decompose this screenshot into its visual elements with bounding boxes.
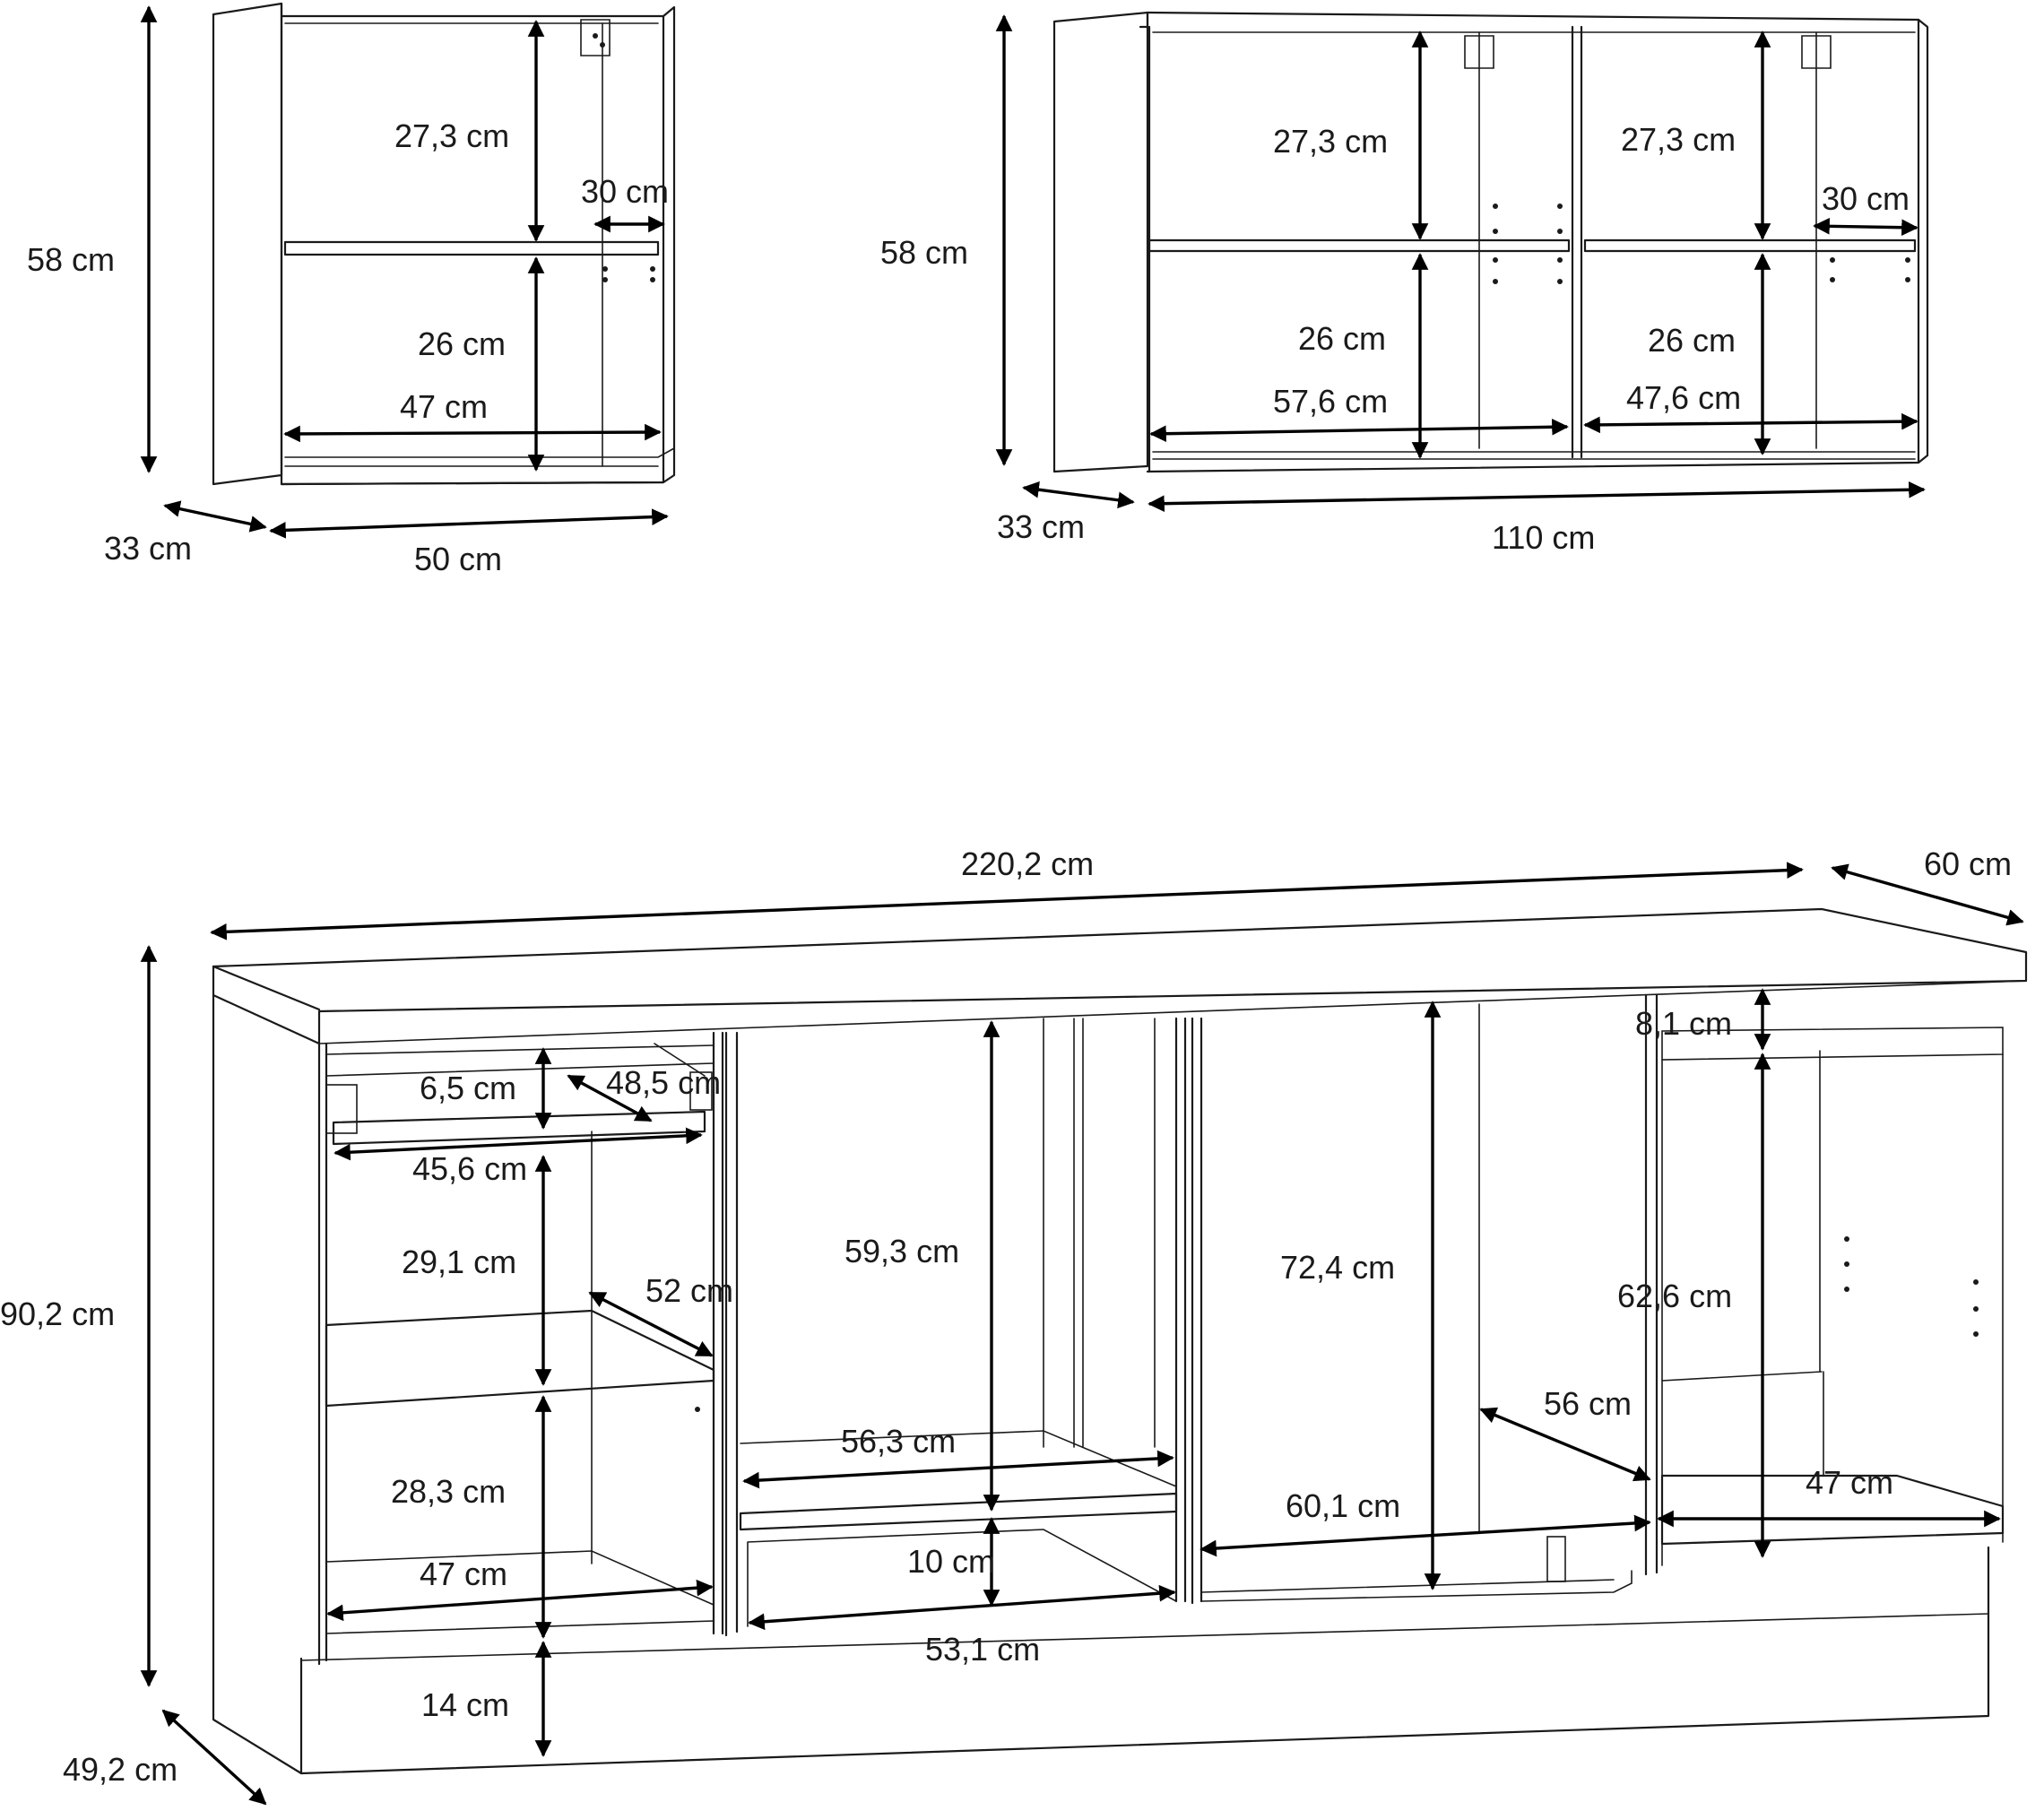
oven-niche-height-label: 59,3 cm	[844, 1233, 959, 1269]
left-inner-width-arrow	[326, 1579, 714, 1622]
height-label: 90,2 cm	[0, 1295, 115, 1332]
base-unit-outline	[212, 907, 2028, 1775]
total-width-arrow	[210, 862, 1804, 940]
base-unit: 220,2 cm 60 cm 90,2 cm 49,2 cm 6,5 cm 48…	[0, 845, 2028, 1806]
inner-width-label: 47 cm	[400, 388, 488, 425]
wall-cabinet-large-dimensions	[995, 14, 1926, 513]
wall-cabinet-small-outline	[212, 2, 676, 486]
right-inner-height-label: 62,6 cm	[1617, 1278, 1732, 1314]
shelf-depth-arrow	[1813, 217, 1918, 237]
plinth-height-label: 14 cm	[421, 1686, 509, 1723]
bottom-drawer-height-label: 10 cm	[907, 1543, 995, 1580]
width-arrow	[1148, 481, 1926, 513]
drawer-depth-label: 48,5 cm	[606, 1064, 721, 1101]
shelf-depth-label: 30 cm	[581, 173, 669, 210]
right-lower-label: 26 cm	[1648, 322, 1736, 359]
drawer-width-arrow	[333, 1127, 703, 1161]
lower-compartment-label: 26 cm	[418, 325, 506, 362]
wall-cabinet-small-dimensions	[140, 5, 669, 539]
depth-label: 33 cm	[104, 530, 192, 567]
oven-niche-width-arrow	[742, 1450, 1174, 1489]
base-unit-dimensions	[140, 862, 2024, 1806]
sink-height-label: 72,4 cm	[1280, 1249, 1395, 1286]
left-upper-label: 27,3 cm	[1273, 123, 1388, 160]
upper-compartment-label: 27,3 cm	[394, 117, 509, 154]
sink-depth-label: 56 cm	[1544, 1385, 1632, 1422]
shelf-depth-label: 52 cm	[645, 1272, 733, 1309]
worktop-depth-label: 60 cm	[1924, 845, 2012, 882]
depth-arrow	[1022, 481, 1135, 509]
sink-width-arrow	[1200, 1514, 1651, 1557]
wall-cabinet-large-outline	[1052, 11, 1929, 473]
sink-depth-arrow	[1479, 1407, 1651, 1482]
width-label: 110 cm	[1492, 519, 1595, 556]
left-lower-label: 26 cm	[1298, 320, 1386, 357]
depth-arrow	[163, 500, 267, 533]
wall-cabinet-large: 58 cm 33 cm 110 cm 27,3 cm 27,3 cm 30 cm…	[880, 11, 1929, 556]
bottom-drawer-width-label: 53,1 cm	[925, 1631, 1040, 1668]
right-inner-width-arrow	[1583, 412, 1918, 434]
height-label: 58 cm	[27, 241, 115, 278]
right-inner-width-label: 47,6 cm	[1626, 379, 1741, 416]
width-arrow	[269, 508, 669, 539]
height-label: 58 cm	[880, 234, 968, 271]
shelf-depth-label: 30 cm	[1822, 180, 1910, 217]
width-label: 50 cm	[414, 541, 502, 577]
shelf-depth-arrow	[588, 1291, 714, 1357]
left-inner-width-label: 57,6 cm	[1273, 383, 1388, 420]
drawer-depth-arrow	[567, 1074, 653, 1122]
depth-label: 33 cm	[997, 508, 1085, 545]
drawer-width-label: 45,6 cm	[412, 1150, 527, 1187]
wall-cabinet-small: 58 cm 33 cm 50 cm 27,3 cm 30 cm 26 cm 47…	[27, 2, 676, 577]
top-rail-label: 8,1 cm	[1635, 1005, 1732, 1042]
sink-width-label: 60,1 cm	[1286, 1487, 1400, 1524]
total-width-label: 220,2 cm	[961, 845, 1094, 882]
right-inner-width-label: 47 cm	[1806, 1464, 1893, 1501]
left-inner-width-arrow	[1149, 418, 1569, 443]
oven-niche-width-label: 56,3 cm	[841, 1423, 956, 1460]
right-upper-label: 27,3 cm	[1621, 121, 1736, 158]
bottom-drawer-width-arrow	[748, 1584, 1176, 1631]
left-inner-width-label: 47 cm	[420, 1555, 507, 1592]
upper-shelf-label: 29,1 cm	[402, 1243, 516, 1280]
lower-shelf-label: 28,3 cm	[391, 1473, 506, 1510]
depth-arrow	[161, 1709, 267, 1806]
worktop-depth-arrow	[1831, 863, 2024, 926]
inner-width-arrow	[283, 423, 662, 443]
drawer-height-label: 6,5 cm	[420, 1070, 516, 1106]
depth-label: 49,2 cm	[63, 1751, 178, 1788]
